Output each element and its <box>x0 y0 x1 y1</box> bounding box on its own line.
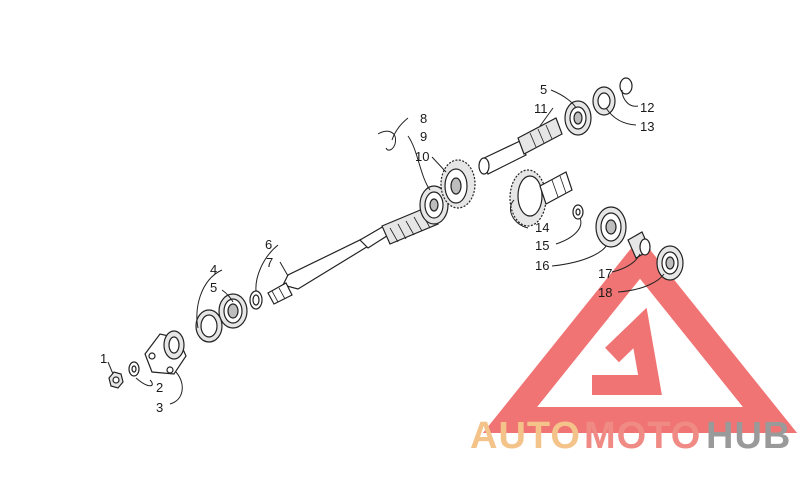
main-shaft <box>267 205 439 305</box>
callout-14: 14 <box>535 220 549 235</box>
callout-5-right: 5 <box>540 82 547 97</box>
bearing-5-left <box>218 293 248 329</box>
callout-3: 3 <box>156 400 163 415</box>
callout-13: 13 <box>640 119 654 134</box>
callout-18: 18 <box>598 285 612 300</box>
watermark-text-auto: AUTO <box>470 415 581 457</box>
watermark-text-hub: HUB <box>706 415 791 457</box>
callout-17: 17 <box>598 266 612 281</box>
callout-16: 16 <box>535 258 549 273</box>
callout-labels: 1 2 3 4 5 6 7 8 9 10 5 11 12 13 14 15 16… <box>100 82 654 415</box>
callout-2: 2 <box>156 380 163 395</box>
shaft-11 <box>478 117 563 175</box>
snap-ring-12 <box>619 77 633 95</box>
nut-1 <box>108 371 124 389</box>
callout-7: 7 <box>266 255 273 270</box>
spacer-17 <box>627 231 651 259</box>
bearing-18 <box>656 245 684 281</box>
watermark-wordmark: AUTO MOTO HUB <box>470 415 791 457</box>
callout-11: 11 <box>534 101 548 116</box>
bearing-16 <box>595 206 627 248</box>
watermark-text-moto: MOTO <box>584 415 701 457</box>
snap-ring-8 <box>377 130 397 151</box>
callout-15: 15 <box>535 238 549 253</box>
gear-14 <box>509 169 573 227</box>
callout-1: 1 <box>100 351 107 366</box>
callout-5-left: 5 <box>210 280 217 295</box>
callout-10: 10 <box>415 149 429 164</box>
callout-12: 12 <box>640 100 654 115</box>
bearing-5-right <box>564 100 592 136</box>
callout-6: 6 <box>265 237 272 252</box>
bearing-9 <box>419 185 449 225</box>
watermark-logo <box>482 237 798 433</box>
seal-4 <box>195 309 223 343</box>
callout-4: 4 <box>210 262 217 277</box>
callout-9: 9 <box>420 129 427 144</box>
gear-10 <box>440 159 476 209</box>
callout-8: 8 <box>420 111 427 126</box>
flange-3 <box>144 330 187 375</box>
leader-lines <box>107 89 665 405</box>
seal-13 <box>592 86 616 116</box>
